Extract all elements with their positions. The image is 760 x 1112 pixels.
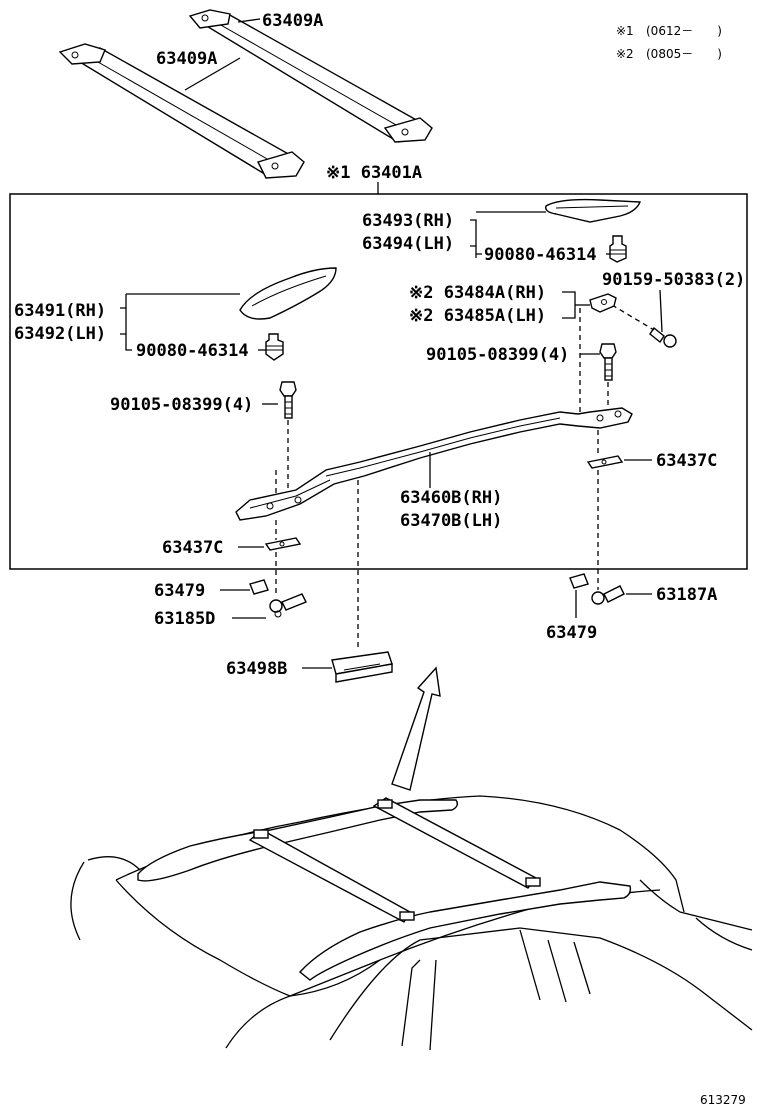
label-nut-left: 63185D	[154, 609, 215, 629]
note-2-range: (0805－ )	[646, 47, 722, 61]
label-clip-front: 90080-46314	[136, 341, 249, 361]
label-rail-lh: 63470B(LH)	[400, 511, 502, 531]
vehicle-roof-illustration	[70, 795, 753, 1051]
label-cap-right: 63479	[546, 623, 597, 643]
label-nut-right: 63187A	[656, 585, 717, 605]
nut-left	[269, 593, 307, 618]
bolt-rear	[599, 343, 617, 381]
note-1: ※1 (0612－ )	[616, 24, 722, 38]
nut-right	[591, 585, 625, 605]
label-cover-front-rh: 63491(RH)	[14, 301, 106, 321]
label-cover-center: 63498B	[226, 659, 287, 679]
label-rail-rh: 63460B(RH)	[400, 488, 502, 508]
cap-left	[249, 579, 269, 595]
label-screw-2: 90159-50383(2)	[602, 270, 745, 290]
note-1-range: (0612－ )	[646, 24, 722, 38]
label-bracket-lh: ※2 63485A(LH)	[409, 306, 546, 326]
clip-rear	[609, 235, 627, 263]
screw-2	[649, 326, 677, 348]
crossbar-rear	[188, 9, 433, 143]
label-assembly: ※1 63401A	[326, 163, 422, 183]
roof-rail	[235, 407, 633, 521]
note-2-mark: ※2	[616, 47, 634, 61]
assembly-box	[9, 193, 748, 570]
direction-arrow	[391, 666, 441, 791]
label-clip-rear: 90080-46314	[484, 245, 597, 265]
label-bracket-rh: ※2 63484A(RH)	[409, 283, 546, 303]
label-crossbar-b: 63409A	[156, 49, 217, 69]
label-pad-left: 63437C	[162, 538, 223, 558]
note-1-mark: ※1	[616, 24, 634, 38]
label-cap-left: 63479	[154, 581, 205, 601]
clip-front	[265, 333, 284, 361]
cap-right	[569, 573, 589, 589]
label-cover-rear-rh: 63493(RH)	[362, 211, 454, 231]
label-bolt-front: 90105-08399(4)	[110, 395, 253, 415]
pad-right	[586, 455, 624, 469]
rear-rail-cover	[545, 198, 642, 223]
crossbar-front	[58, 43, 305, 179]
note-2: ※2 (0805－ )	[616, 47, 722, 61]
label-bolt-rear: 90105-08399(4)	[426, 345, 569, 365]
label-cover-rear-lh: 63494(LH)	[362, 234, 454, 254]
diagram-number: 613279	[700, 1093, 746, 1107]
pad-left	[264, 537, 302, 551]
bracket	[589, 293, 617, 313]
bolt-front	[279, 381, 297, 419]
label-crossbar-a: 63409A	[262, 11, 323, 31]
center-cover	[331, 651, 393, 683]
label-cover-front-lh: 63492(LH)	[14, 324, 106, 344]
label-pad-right: 63437C	[656, 451, 717, 471]
front-rail-cover	[239, 267, 337, 320]
